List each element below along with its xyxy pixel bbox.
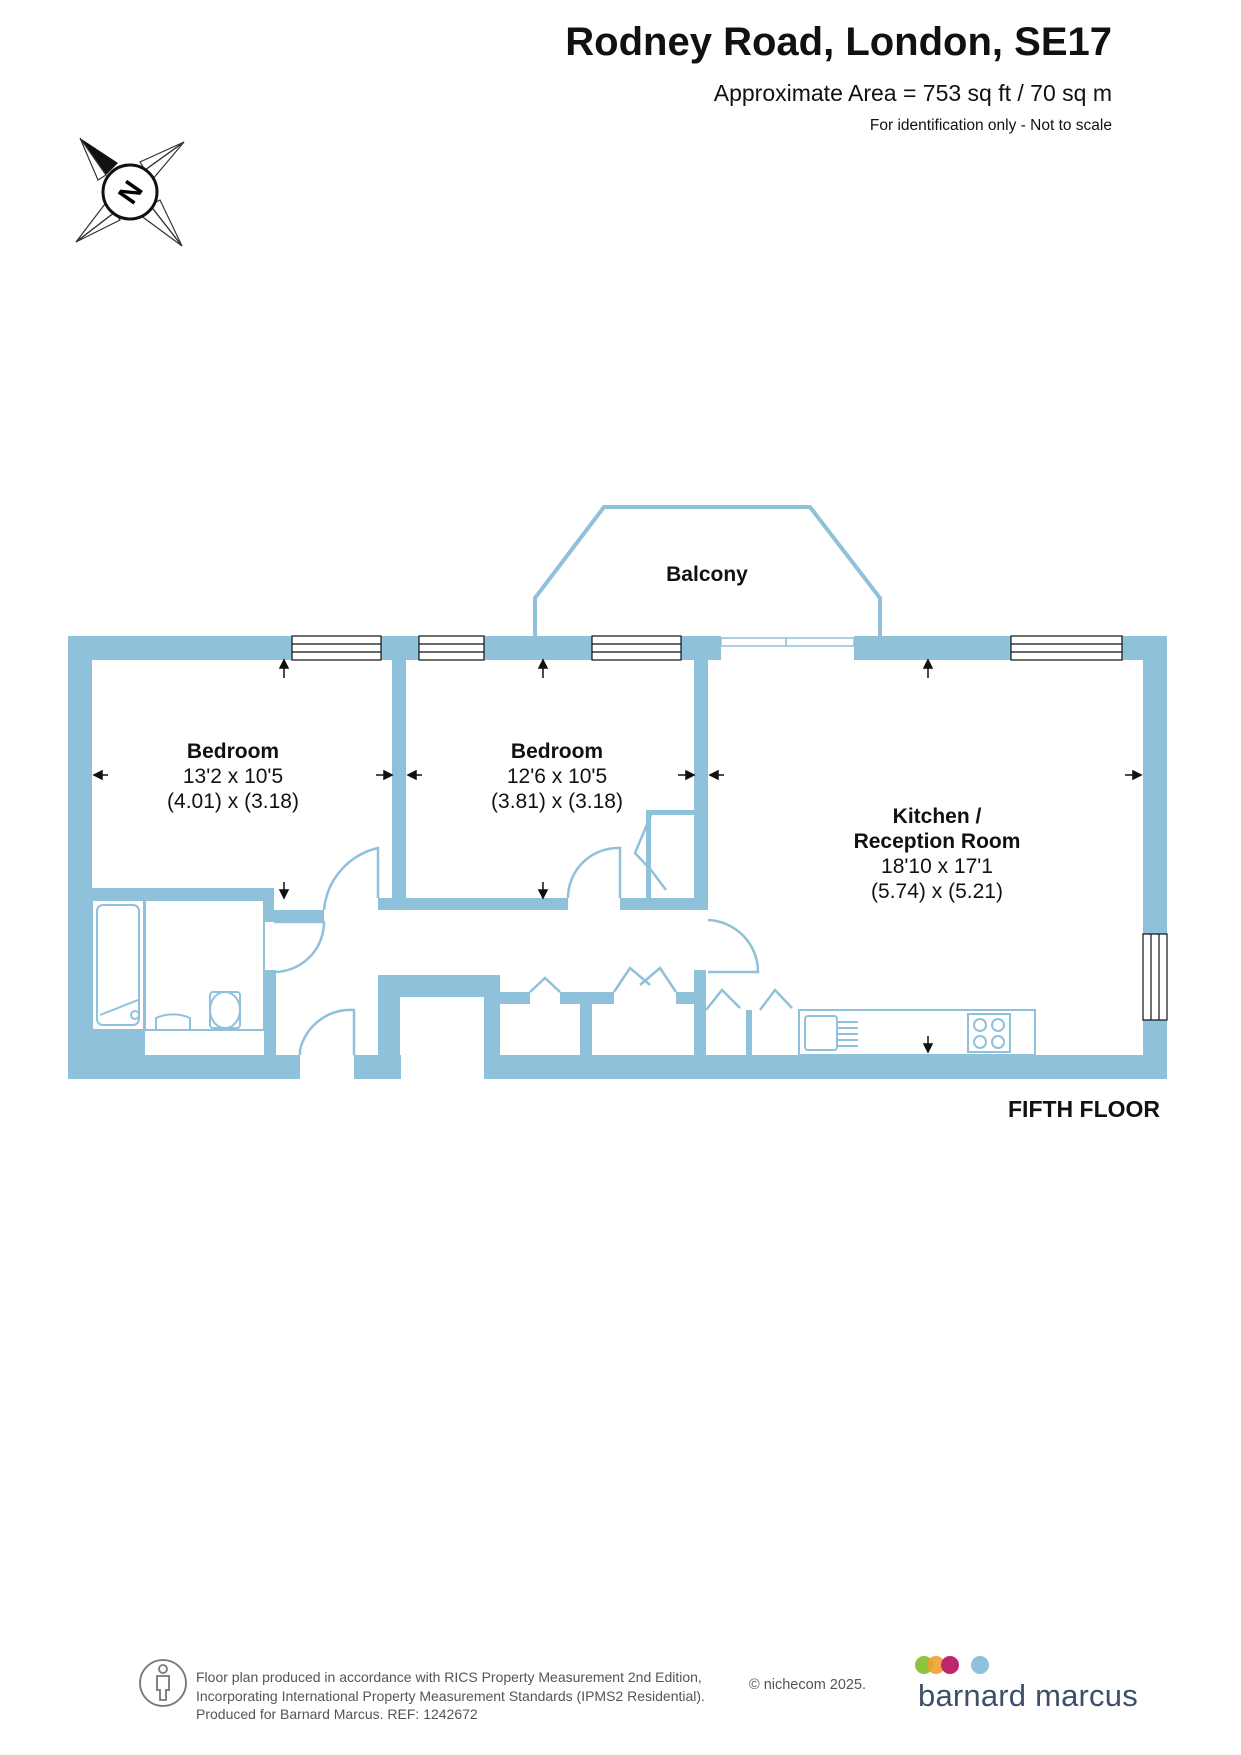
room-name-line2: Reception Room: [853, 830, 1021, 853]
room-name: Balcony: [666, 563, 748, 586]
room-metric-size: (4.01) x (3.18): [167, 790, 299, 813]
identification-note: For identification only - Not to scale: [869, 117, 1112, 134]
room-imperial-size: 12'6 x 10'5: [506, 765, 608, 788]
room-name-line1: Kitchen /: [892, 805, 982, 828]
room-metric-size: (3.81) x (3.18): [491, 790, 623, 813]
brand-name: barnard marcus: [918, 1678, 1138, 1713]
door-swings: [273, 814, 793, 1055]
walls: [68, 636, 1167, 1079]
brand-logo-icon: [915, 1656, 989, 1674]
footer-line-3: Produced for Barnard Marcus. REF: 124267…: [196, 1706, 478, 1722]
dimension-arrows: [92, 658, 1143, 1054]
approximate-area: Approximate Area = 753 sq ft / 70 sq m: [713, 80, 1112, 106]
room-imperial-size: 18'10 x 17'1: [881, 855, 993, 878]
footer-disclaimer: Floor plan produced in accordance with R…: [196, 1668, 705, 1724]
room-imperial-size: 13'2 x 10'5: [182, 765, 284, 788]
room-metric-size: (5.74) x (5.21): [871, 880, 1003, 903]
room-label-bedroom-1: Bedroom 13'2 x 10'5 (4.01) x (3.18): [148, 739, 318, 814]
bathroom-fixtures: [91, 899, 265, 1031]
footer-line-2: Incorporating International Property Mea…: [196, 1687, 705, 1704]
page-title: Rodney Road, London, SE17: [565, 20, 1112, 64]
room-label-balcony: Balcony: [632, 562, 782, 587]
balcony-outline: [533, 505, 882, 637]
person-icon: [139, 1659, 187, 1707]
kitchen-units: [798, 1009, 1036, 1056]
room-name: Bedroom: [510, 740, 604, 763]
room-name: Bedroom: [186, 740, 280, 763]
balcony-door: [720, 637, 855, 647]
room-label-bedroom-2: Bedroom 12'6 x 10'5 (3.81) x (3.18): [472, 739, 642, 814]
footer-line-1: Floor plan produced in accordance with R…: [196, 1669, 702, 1685]
room-label-kitchen-reception: Kitchen / Reception Room 18'10 x 17'1 (5…: [832, 804, 1042, 904]
copyright-notice: © nichecom 2025.: [749, 1677, 867, 1693]
compass-icon: N: [75, 137, 185, 247]
windows: [291, 635, 1168, 1021]
floor-label: FIFTH FLOOR: [1008, 1096, 1161, 1122]
